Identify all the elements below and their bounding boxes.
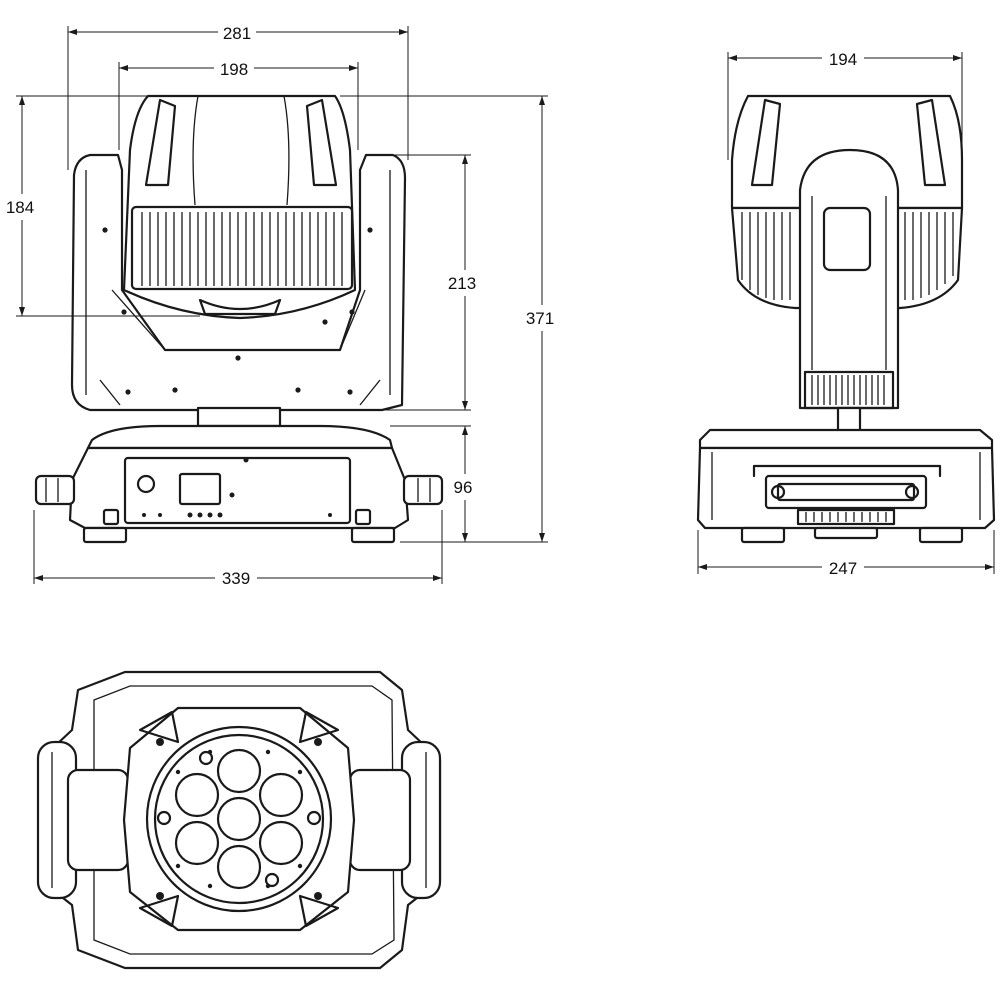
top-lens-ring-inner <box>153 733 325 905</box>
led-lens-top-right <box>258 772 304 818</box>
top-view <box>36 670 442 970</box>
front-head-heatsink <box>130 205 354 291</box>
front-base-handle-right <box>402 474 444 506</box>
dim-front-base-height: 96 <box>454 478 473 497</box>
front-view: 281 198 184 213 371 96 339 <box>2 22 564 590</box>
front-yoke-screws <box>102 227 373 395</box>
front-base-body <box>68 446 410 530</box>
dim-front-head-width: 198 <box>220 60 248 79</box>
dim-front-total-height: 371 <box>526 309 554 328</box>
dim-front-yoke-height: 213 <box>448 274 476 293</box>
front-base-top <box>86 424 394 450</box>
side-yoke-window <box>822 206 872 272</box>
led-lens-center <box>216 796 262 842</box>
dim-front-head-height: 184 <box>6 198 34 217</box>
led-lens-top <box>216 748 262 794</box>
side-base-connector-bar <box>764 474 928 510</box>
side-view: 194 247 <box>696 46 996 579</box>
side-yoke-arm <box>798 148 900 410</box>
top-yoke-left <box>66 768 130 872</box>
top-led-lenses <box>174 748 304 890</box>
top-lens-ring-outer <box>145 725 333 913</box>
dim-side-base-width: 247 <box>829 559 857 578</box>
top-yoke-right <box>348 768 412 872</box>
led-lens-bottom <box>216 844 262 890</box>
led-lens-bottom-left <box>174 820 220 866</box>
front-base-panel <box>123 456 352 525</box>
dim-front-overall-width: 281 <box>223 24 251 43</box>
side-base-top <box>698 428 994 450</box>
front-base-handle-left <box>34 474 76 506</box>
dim-side-head-width: 194 <box>829 50 857 69</box>
led-lens-top-left <box>174 772 220 818</box>
dim-front-base-width: 339 <box>222 569 250 588</box>
front-display-screen <box>178 472 222 506</box>
led-lens-bottom-right <box>258 820 304 866</box>
